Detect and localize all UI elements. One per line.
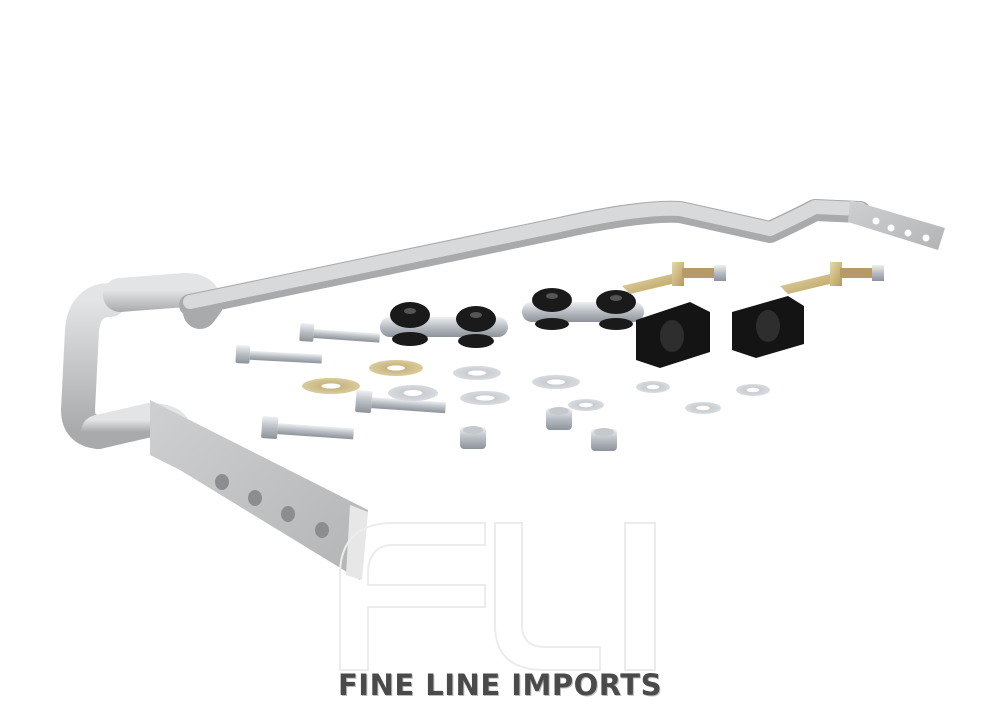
- nuts: [460, 407, 617, 451]
- brand-wordmark: FINE LINE IMPORTS: [338, 668, 662, 702]
- end-links: [380, 288, 644, 348]
- bushings: [636, 296, 804, 368]
- left-arm: [150, 400, 368, 580]
- washers: [302, 360, 770, 414]
- bolts: [235, 323, 446, 440]
- sway-bar: [60, 199, 945, 580]
- right-arm: [848, 200, 945, 250]
- brackets: [622, 262, 884, 294]
- fli-monogram-watermark: [339, 522, 656, 671]
